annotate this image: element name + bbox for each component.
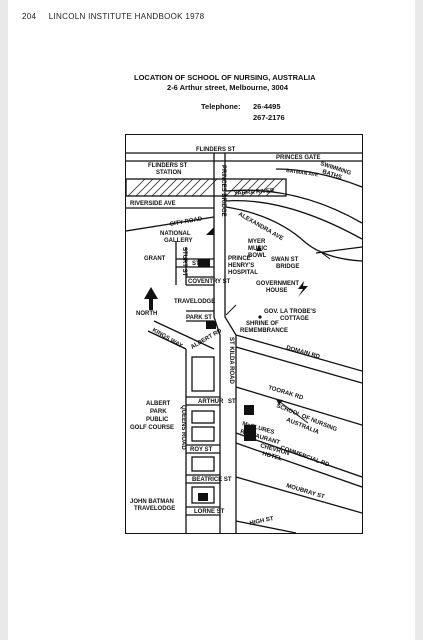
city-road bbox=[126, 216, 215, 232]
national-gallery-marker bbox=[206, 227, 214, 235]
label-myer-3: BOWL bbox=[248, 253, 267, 259]
map-drawing: FLINDERS ST PRINCES GATE SWIMMING BATHS … bbox=[126, 147, 362, 533]
label-domain-rd: DOMAIN RD bbox=[285, 345, 321, 361]
label-beatrice-st: BEATRICE ST bbox=[192, 477, 232, 483]
label-yarra-river: YARRA RIVER bbox=[234, 188, 276, 197]
moubray-st bbox=[235, 476, 362, 514]
label-national-gallery-2: GALLERY bbox=[164, 238, 192, 244]
block-2 bbox=[191, 410, 215, 424]
label-grant-st-1: GRANT bbox=[144, 256, 166, 262]
label-albert-park-4: GOLF COURSE bbox=[130, 425, 174, 431]
st-kilda-west-2 bbox=[213, 316, 221, 533]
label-park-st: PARK ST bbox=[186, 315, 212, 321]
travelodge-marker bbox=[206, 321, 216, 329]
label-swan-st-1: SWAN ST bbox=[271, 257, 299, 263]
label-john-batman-1: JOHN BATMAN bbox=[130, 499, 174, 505]
block-4 bbox=[191, 456, 215, 472]
label-north: NORTH bbox=[136, 311, 157, 317]
label-shrine-2: REMEMBRANCE bbox=[240, 328, 288, 334]
label-myer-2: MUSIC bbox=[248, 246, 268, 252]
label-prince-henrys-1: PRINCE bbox=[228, 256, 251, 262]
label-moubray-st: MOUBRAY ST bbox=[285, 483, 325, 500]
running-title: LINCOLN INSTITUTE HANDBOOK 1978 bbox=[48, 12, 205, 21]
government-house-icon bbox=[298, 281, 308, 297]
running-head: 204 LINCOLN INSTITUTE HANDBOOK 1978 bbox=[22, 12, 214, 21]
label-travelodge: TRAVELODGE bbox=[174, 299, 215, 305]
label-government-2: HOUSE bbox=[266, 288, 287, 294]
label-myer-1: MYER bbox=[248, 239, 266, 245]
label-arthur-st: ST bbox=[228, 399, 236, 405]
label-shrine-1: SHRINE OF bbox=[246, 321, 279, 327]
label-prince-henrys-2: HENRY'S bbox=[228, 263, 254, 269]
school-arrow bbox=[275, 398, 309, 424]
yarra-river-north bbox=[225, 189, 362, 224]
label-princes-bridge: PRINCES BRIDGE bbox=[220, 165, 226, 217]
telephone-label: Telephone: bbox=[201, 102, 241, 111]
label-albert-park-1: ALBERT bbox=[146, 401, 171, 407]
label-john-batman-2: TRAVELODGE bbox=[134, 506, 175, 512]
label-city-road: CITY ROAD bbox=[169, 216, 203, 228]
swan-st-bridge bbox=[315, 246, 362, 254]
telephone-number-2: 267-2176 bbox=[253, 113, 285, 122]
page-number: 204 bbox=[22, 12, 37, 21]
john-batman-marker bbox=[198, 493, 208, 501]
label-flinders-st: FLINDERS ST bbox=[196, 147, 236, 153]
label-coventry-st: COVENTRY ST bbox=[188, 279, 231, 285]
label-swan-st-2: BRIDGE bbox=[276, 264, 299, 270]
location-heading: LOCATION OF SCHOOL OF NURSING, AUSTRALIA… bbox=[134, 73, 364, 93]
telephone-block: Telephone: 26-4495 267-2176 bbox=[201, 101, 285, 123]
label-la-trobe-2: COTTAGE bbox=[280, 316, 309, 322]
label-albert-park-3: PUBLIC bbox=[146, 417, 169, 423]
domain-rd bbox=[235, 334, 362, 372]
label-grant-st-2: ST bbox=[192, 261, 200, 267]
label-arthur: ARTHUR bbox=[198, 399, 224, 405]
label-queens-road: QUEENS ROAD bbox=[180, 405, 186, 450]
label-kings-way: KINGS WAY bbox=[151, 328, 183, 350]
batman-ave bbox=[275, 168, 362, 188]
chevron-hotel-marker bbox=[244, 425, 256, 441]
label-la-trobe-1: GOV. LA TROBE'S bbox=[264, 309, 316, 315]
label-prince-henrys-3: HOSPITAL bbox=[228, 270, 258, 276]
label-st-kilda-road: ST KILDA ROAD bbox=[228, 337, 234, 384]
school-marker bbox=[244, 405, 254, 415]
label-high-st: HIGH ST bbox=[249, 516, 274, 527]
block-3 bbox=[191, 426, 215, 442]
commercial-rd bbox=[235, 432, 362, 478]
kings-way bbox=[153, 320, 215, 350]
location-address: 2-6 Arthur street, Melbourne, 3004 bbox=[167, 83, 289, 92]
label-toorak-rd: TOORAK RD bbox=[267, 385, 304, 402]
label-riverside-ave: RIVERSIDE AVE bbox=[130, 201, 176, 207]
handbook-page: 204 LINCOLN INSTITUTE HANDBOOK 1978 LOCA… bbox=[8, 0, 415, 640]
label-albert-park-2: PARK bbox=[150, 409, 167, 415]
yarra-river-south bbox=[225, 200, 362, 240]
prince-henrys-marker bbox=[198, 259, 210, 267]
label-flinders-st-station-2: STATION bbox=[156, 170, 181, 176]
toorak-rd bbox=[235, 386, 362, 426]
telephone-number-1: 26-4495 bbox=[253, 102, 281, 111]
label-albert-rd: ALBERT RD bbox=[190, 328, 224, 351]
label-government-1: GOVERNMENT bbox=[256, 281, 299, 287]
location-title: LOCATION OF SCHOOL OF NURSING, AUSTRALIA bbox=[134, 73, 316, 82]
label-princes-gate: PRINCES GATE bbox=[276, 155, 321, 161]
block-5 bbox=[191, 486, 215, 504]
label-batman-ave: BATMAN AVE bbox=[286, 168, 320, 179]
st-kilda-east bbox=[224, 217, 237, 533]
north-arrow-icon bbox=[144, 287, 158, 310]
label-baths: BATHS bbox=[321, 169, 342, 181]
label-flinders-st-station-1: FLINDERS ST bbox=[148, 163, 188, 169]
label-sturt-st: STURT ST bbox=[181, 247, 187, 277]
la-trobe-marker bbox=[258, 315, 262, 319]
label-roy-st: ROY ST bbox=[190, 447, 213, 453]
alexandra-ave bbox=[225, 206, 362, 262]
location-map: FLINDERS ST PRINCES GATE SWIMMING BATHS … bbox=[125, 134, 363, 534]
label-national-gallery-1: NATIONAL bbox=[160, 231, 191, 237]
high-st bbox=[235, 520, 297, 533]
block-1 bbox=[191, 356, 215, 392]
label-lorne-st: LORNE ST bbox=[194, 509, 225, 515]
myer-bowl-marker bbox=[256, 245, 262, 251]
label-chevron-2: HOTEL bbox=[261, 451, 283, 462]
label-commercial-rd: COMMERCIAL RD bbox=[279, 445, 330, 468]
